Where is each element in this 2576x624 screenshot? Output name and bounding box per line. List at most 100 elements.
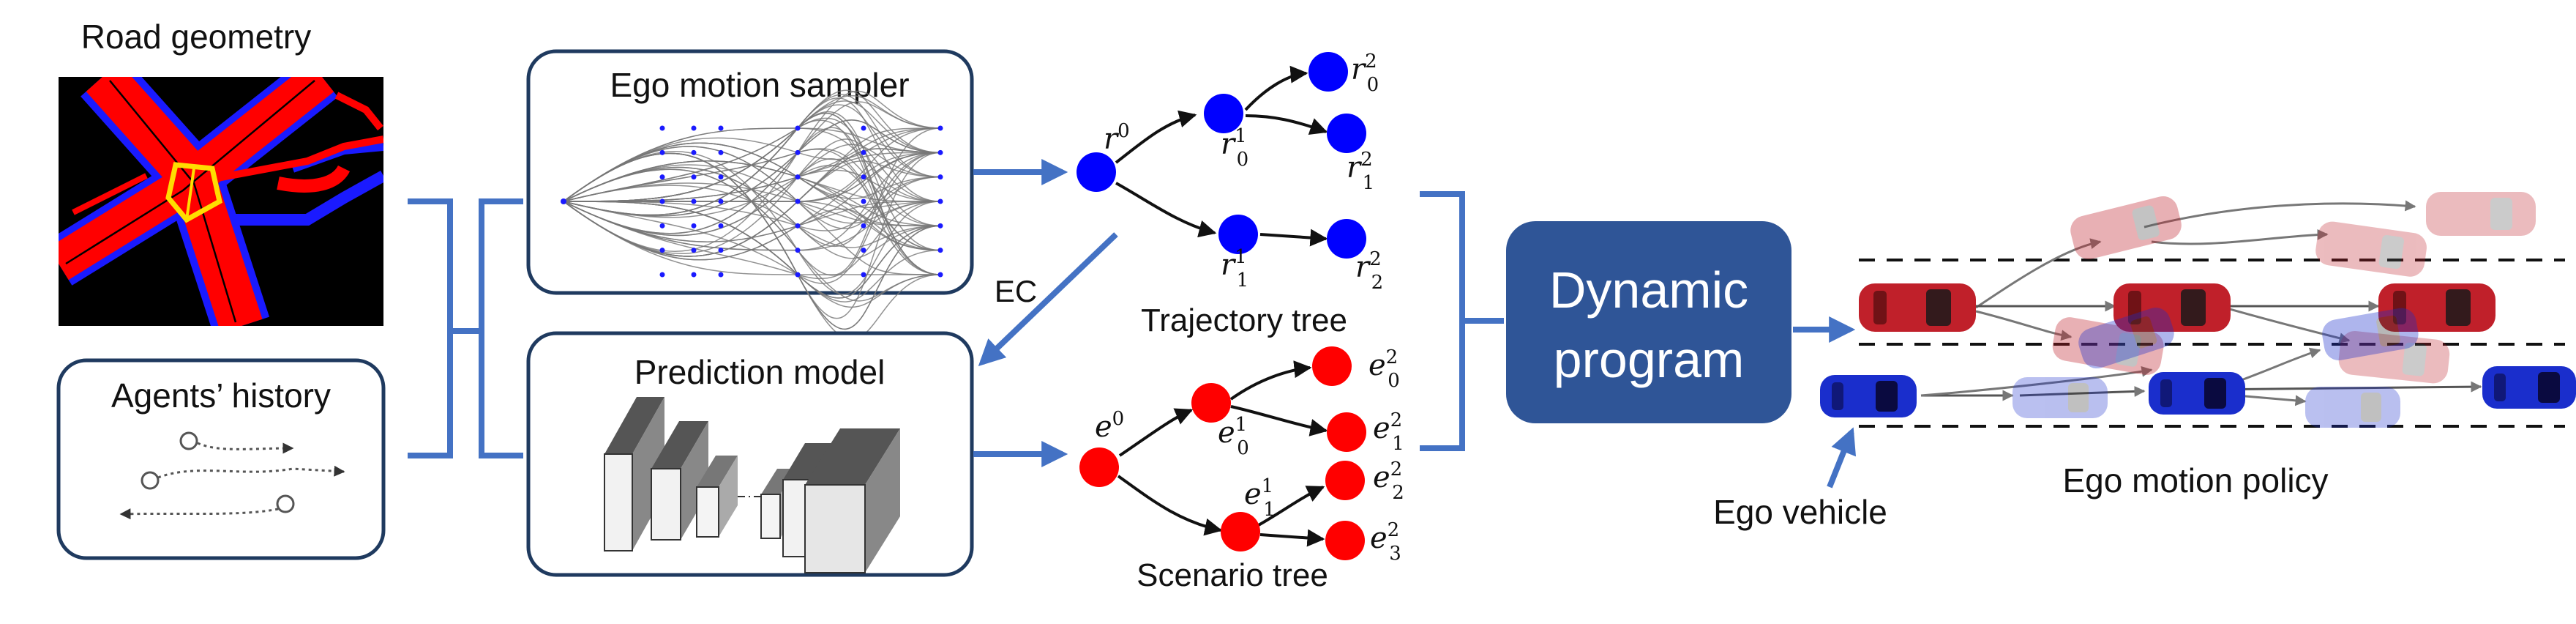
sample-point <box>937 125 943 131</box>
sample-point <box>691 198 697 204</box>
sample-point <box>718 149 724 155</box>
dynamic-program-box <box>1506 221 1791 423</box>
road-map-image <box>59 77 383 326</box>
trajectory-tree <box>1077 52 1366 259</box>
sampled-trajectory <box>563 127 941 202</box>
ego-motion-policy-label: Ego motion policy <box>2062 461 2328 499</box>
road-geometry-label: Road geometry <box>81 18 312 56</box>
sample-point <box>718 198 724 204</box>
car-blue-ghost-4 <box>2305 387 2400 428</box>
sampled-trajectory <box>563 113 941 275</box>
agents-history-box <box>56 358 386 560</box>
agent-trajectories-sketch <box>119 431 345 520</box>
ec-label: EC <box>995 274 1037 308</box>
trajectory-node-r1-0 <box>1204 94 1243 133</box>
sample-point <box>659 174 665 180</box>
sample-point <box>861 272 866 278</box>
car-red-2 <box>2113 283 2231 332</box>
sample-point <box>861 149 866 155</box>
trajectory-root-label: r0 <box>1104 120 1130 156</box>
sampled-trajectory <box>563 127 941 202</box>
sample-point <box>861 248 866 253</box>
sample-point <box>691 248 697 253</box>
neural-network-icon <box>604 397 900 573</box>
input-bracket <box>408 198 453 458</box>
sample-point <box>659 125 665 131</box>
car-red-1 <box>1859 283 1976 332</box>
split-bracket <box>479 198 523 458</box>
sample-point <box>795 248 801 253</box>
sampled-trajectory <box>563 152 941 284</box>
lane-markings <box>1859 259 2565 428</box>
sample-point <box>659 149 665 155</box>
sample-point <box>795 125 801 131</box>
sample-point <box>795 272 801 278</box>
sample-point <box>937 149 943 155</box>
policy-branch-arrows <box>1920 200 2482 406</box>
sample-point <box>795 198 801 204</box>
sample-point <box>691 174 697 180</box>
sample-point <box>861 174 866 180</box>
trajectory-node-r2-0 <box>1308 52 1348 92</box>
scenario-node-e2-2 <box>1325 461 1365 500</box>
car-blue-ghost-2 <box>2012 377 2108 418</box>
sample-point <box>937 248 943 253</box>
sample-point <box>861 198 866 204</box>
sample-point <box>861 223 866 229</box>
scenario-root-label: e0 <box>1095 408 1124 444</box>
prediction-model-label: Prediction model <box>634 353 886 391</box>
sampled-trajectory <box>563 182 941 227</box>
sample-point <box>691 272 697 278</box>
sample-point <box>795 149 801 155</box>
trajectory-node-r2-1 <box>1327 114 1366 153</box>
scenario-tree <box>1079 346 1366 560</box>
ego-car-1 <box>1820 375 1917 417</box>
ego-motion-sampler-label: Ego motion sampler <box>610 66 909 104</box>
scenario-node-e1-1 <box>1221 512 1260 551</box>
scenario-node-e1-0 <box>1191 383 1231 423</box>
sample-origin <box>561 198 566 204</box>
sample-point <box>659 272 665 278</box>
sample-point <box>937 272 943 278</box>
ego-vehicle-pointer-arrow <box>1827 427 1857 489</box>
sample-point <box>691 223 697 229</box>
ego-car-2 <box>2149 372 2245 415</box>
sampled-trajectory <box>563 152 941 330</box>
scenario-tree-label: Scenario tree <box>1137 557 1328 593</box>
scenario-node-e2-1 <box>1327 412 1366 452</box>
sample-point <box>718 223 724 229</box>
sample-point <box>937 223 943 229</box>
car-red-ghost-3 <box>2426 192 2536 236</box>
scenario-node-e2-0 <box>1312 346 1352 386</box>
scenario-node-e2-3 <box>1325 521 1365 560</box>
ego-car-3 <box>2482 366 2576 409</box>
ec-arrow <box>978 232 1118 366</box>
dynamic-program-label-line2: program <box>1554 331 1745 388</box>
car-blue-ghost-3 <box>2322 308 2419 360</box>
sample-point <box>659 223 665 229</box>
car-blue-ghost-1 <box>2078 308 2174 369</box>
ego-vehicle-label: Ego vehicle <box>1713 493 1887 531</box>
sample-point <box>718 248 724 253</box>
sample-point <box>795 223 801 229</box>
trajectory-tree-label: Trajectory tree <box>1141 302 1347 338</box>
dynamic-program-label-line1: Dynamic <box>1549 261 1748 319</box>
sample-point <box>659 198 665 204</box>
sampled-trajectory <box>563 142 941 209</box>
sampled-trajectory <box>563 127 941 257</box>
sample-point <box>718 174 724 180</box>
sample-point <box>718 272 724 278</box>
sample-point <box>718 125 724 131</box>
trajectory-node-root <box>1077 152 1116 192</box>
